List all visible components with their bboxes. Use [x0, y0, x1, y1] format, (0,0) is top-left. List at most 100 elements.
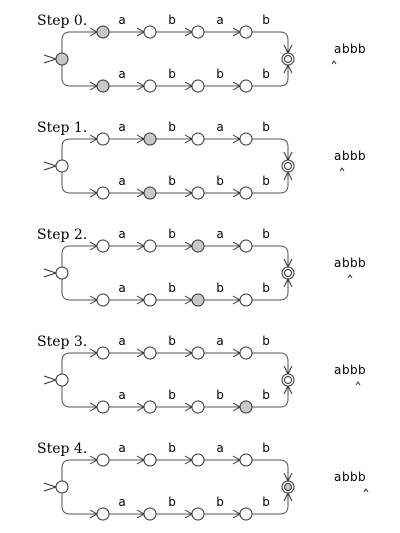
bottom-edge-label: a [118, 388, 125, 402]
bottom-state-2 [143, 293, 157, 307]
input-letter: a [334, 42, 341, 56]
start-to-bottom-edge [61, 279, 97, 301]
step-label: Step 2. [37, 227, 87, 243]
input-letter: b [342, 363, 350, 377]
top-state-4 [239, 453, 253, 467]
start-to-bottom-edge [61, 386, 97, 408]
top-state-2 [143, 239, 157, 253]
bottom-edge-label: b [216, 281, 224, 295]
top-edge-label: a [118, 334, 125, 348]
input-letter: a [334, 363, 341, 377]
initial-arrow [43, 161, 58, 171]
start-to-bottom-edge [61, 65, 97, 87]
bottom-edge-label: a [118, 174, 125, 188]
input-letter: b [358, 470, 366, 484]
top-state-3 [191, 132, 205, 146]
top-state-1 [96, 132, 110, 146]
input-letter: b [342, 470, 350, 484]
top-to-final-edge [252, 459, 289, 480]
top-edge-label: b [168, 120, 176, 134]
top-state-4 [239, 25, 253, 39]
input-cursor-caret [331, 60, 337, 65]
bottom-state-2 [143, 186, 157, 200]
bottom-to-final-edge [252, 173, 289, 194]
input-cursor-caret [339, 167, 345, 172]
start-to-top-edge [61, 245, 97, 267]
top-edge-label: b [262, 227, 270, 241]
top-edge-label: a [216, 227, 223, 241]
bottom-edge-label: a [118, 67, 125, 81]
start-to-top-edge [61, 31, 97, 53]
bottom-state-3 [191, 186, 205, 200]
bottom-to-final-edge [252, 387, 289, 408]
top-edge-label: b [168, 441, 176, 455]
input-letter: b [350, 149, 358, 163]
bottom-state-4 [239, 293, 253, 307]
top-edge-label: b [262, 334, 270, 348]
bottom-state-3 [191, 79, 205, 93]
bottom-to-final-edge [252, 280, 289, 301]
bottom-edge-label: b [262, 495, 270, 509]
top-state-3 [191, 25, 205, 39]
input-cursor-caret [347, 274, 353, 279]
initial-arrow [43, 268, 58, 278]
top-edge-label: b [262, 120, 270, 134]
start-state [55, 159, 69, 173]
input-cursor-caret [363, 488, 369, 493]
input-letter: b [350, 363, 358, 377]
final-state-inner [284, 483, 292, 491]
bottom-state-1 [96, 400, 110, 414]
input-letter: b [358, 149, 366, 163]
final-state-inner [284, 376, 292, 384]
top-edge-label: a [216, 441, 223, 455]
top-edge-label: b [262, 13, 270, 27]
bottom-to-final-edge [252, 66, 289, 87]
top-edge-label: a [118, 441, 125, 455]
bottom-edge-label: b [262, 281, 270, 295]
top-state-1 [96, 25, 110, 39]
bottom-edge-label: b [262, 67, 270, 81]
start-state [55, 52, 69, 66]
top-state-1 [96, 239, 110, 253]
top-edge-label: b [168, 227, 176, 241]
input-letter: b [350, 470, 358, 484]
top-edge-label: a [118, 13, 125, 27]
initial-arrow [43, 482, 58, 492]
top-state-1 [96, 346, 110, 360]
top-edge-label: b [262, 441, 270, 455]
top-to-final-edge [252, 245, 289, 266]
top-edge-label: a [216, 13, 223, 27]
input-cursor-caret [355, 381, 361, 386]
top-edge-label: b [168, 13, 176, 27]
final-state-inner [284, 269, 292, 277]
bottom-edge-label: b [262, 388, 270, 402]
step-label: Step 1. [37, 120, 87, 136]
input-letter: b [342, 149, 350, 163]
top-state-2 [143, 453, 157, 467]
bottom-state-4 [239, 79, 253, 93]
start-state [55, 266, 69, 280]
top-to-final-edge [252, 138, 289, 159]
input-letter: b [358, 256, 366, 270]
top-state-3 [191, 346, 205, 360]
top-to-final-edge [252, 352, 289, 373]
top-edge-label: a [118, 120, 125, 134]
bottom-state-1 [96, 507, 110, 521]
bottom-state-3 [191, 507, 205, 521]
bottom-state-1 [96, 79, 110, 93]
input-letter: a [334, 470, 341, 484]
bottom-edge-label: b [262, 174, 270, 188]
bottom-edge-label: b [168, 281, 176, 295]
start-to-bottom-edge [61, 172, 97, 194]
step-label: Step 0. [37, 13, 87, 29]
start-to-bottom-edge [61, 493, 97, 515]
top-edge-label: a [118, 227, 125, 241]
top-edge-label: b [168, 334, 176, 348]
initial-arrow [43, 54, 58, 64]
bottom-edge-label: b [216, 495, 224, 509]
bottom-to-final-edge [252, 494, 289, 515]
start-state [55, 480, 69, 494]
start-state [55, 373, 69, 387]
